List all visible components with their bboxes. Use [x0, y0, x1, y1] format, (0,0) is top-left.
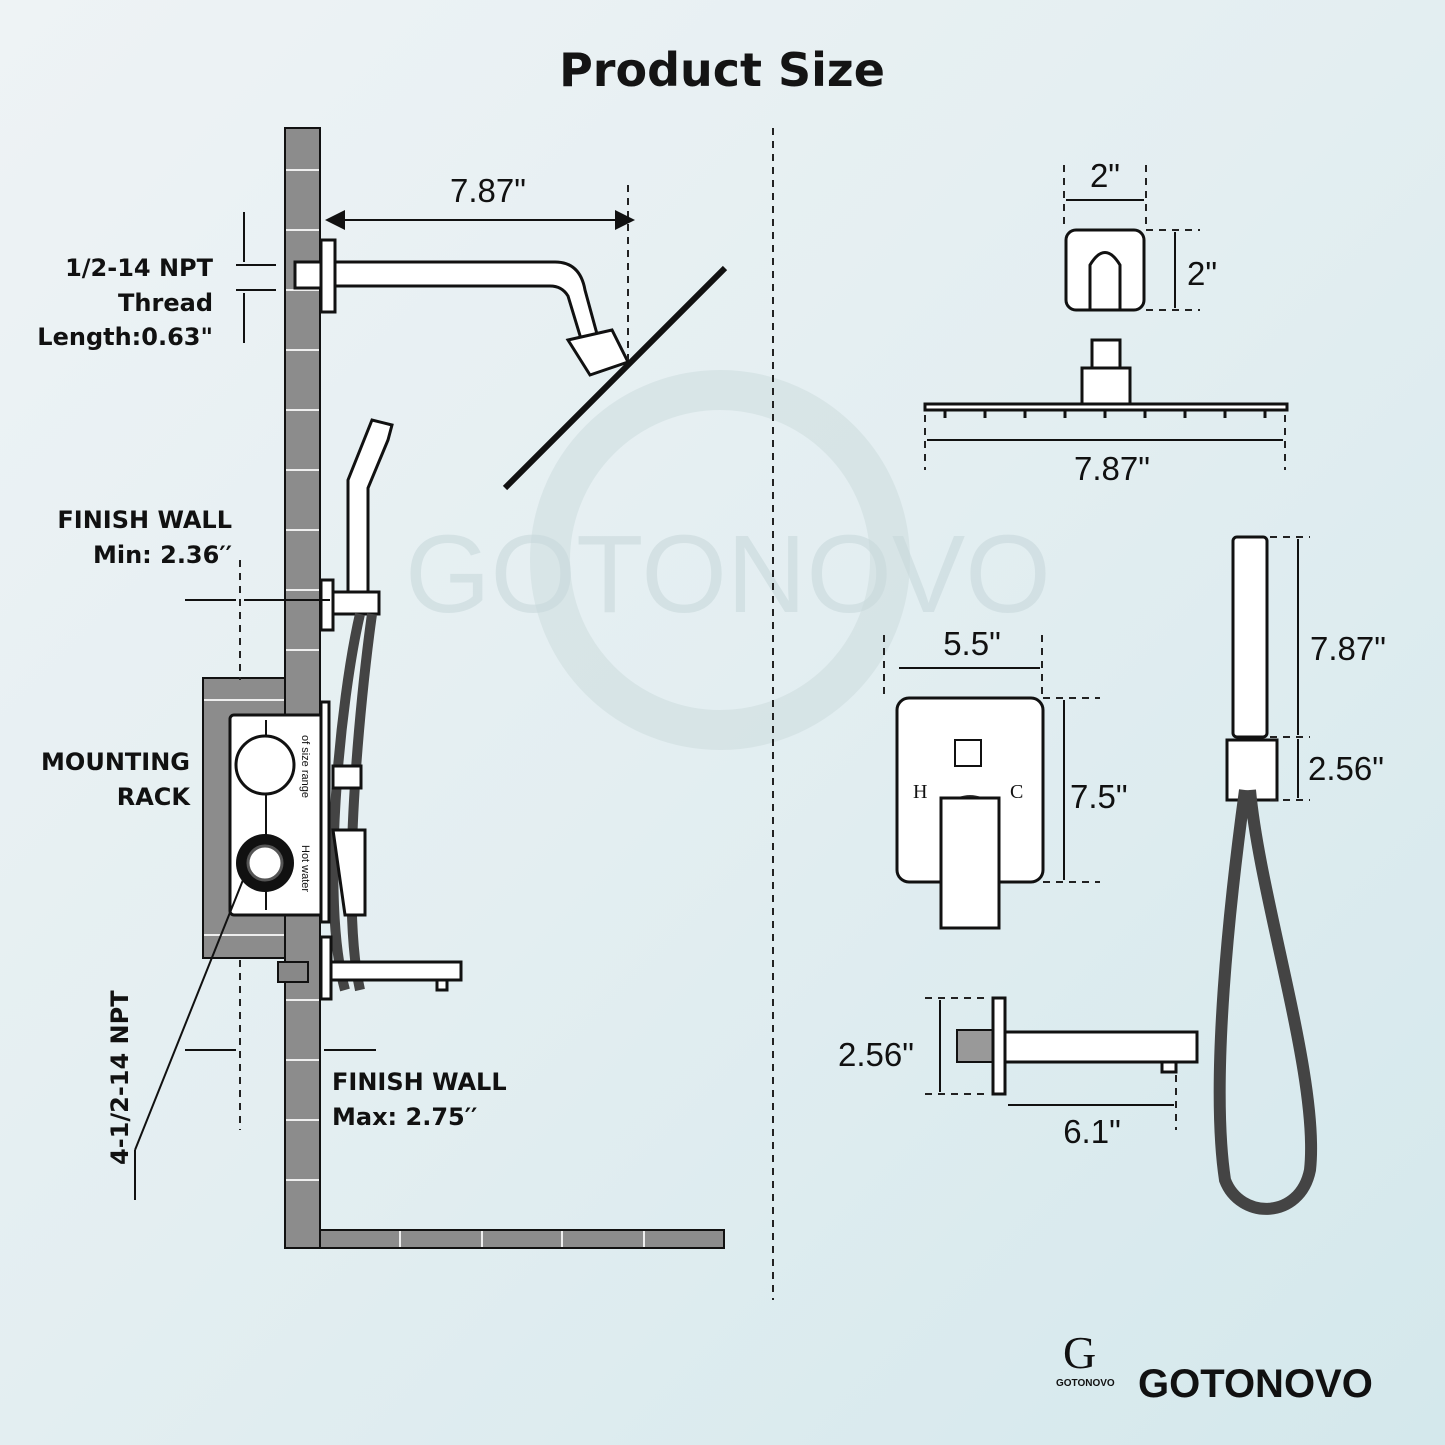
- hot-label: H: [913, 781, 927, 803]
- flange-width-label: 2": [1090, 157, 1120, 194]
- finish-wall-min-1: FINISH WALL: [57, 506, 232, 534]
- finish-wall-max-2: Max: 2.75′′: [332, 1103, 477, 1131]
- cold-label: C: [1010, 781, 1023, 803]
- thread-label-3: Length:0.63": [37, 323, 213, 351]
- spout-length-label: 6.1": [1063, 1113, 1121, 1150]
- arm-length-label: 7.87": [450, 172, 526, 209]
- npt-inlets-label: 4-1/2-14 NPT: [106, 990, 134, 1165]
- valve-size-text: of size range: [299, 735, 311, 798]
- thread-label-2: Thread: [118, 289, 213, 317]
- thread-dimension: [236, 212, 276, 343]
- trim-plate-front: [895, 696, 1045, 930]
- spout-height-label: 2.56": [838, 1036, 914, 1073]
- valve-hot-water-text: Hot water: [299, 845, 311, 892]
- watermark: GOTONOVO: [405, 370, 1051, 750]
- flange-height-label: 2": [1187, 255, 1217, 292]
- shower-arm-side: [293, 238, 728, 491]
- watermark-text: GOTONOVO: [405, 513, 1051, 636]
- handshower-front: [1213, 535, 1318, 1215]
- tub-spout-front: [956, 996, 1199, 1096]
- mounting-rack: of size range Hot water: [228, 700, 367, 924]
- mounting-rack-label-2: RACK: [117, 783, 192, 811]
- trim-height-label: 7.5": [1070, 778, 1128, 815]
- brand-logo: G GOTONOVO: [1056, 1327, 1115, 1389]
- tub-spout-side: [277, 935, 463, 1001]
- finish-wall-max-1: FINISH WALL: [332, 1068, 507, 1096]
- mounting-rack-label-1: MOUNTING: [41, 748, 190, 776]
- brand-name: GOTONOVO: [1138, 1362, 1373, 1406]
- trim-width-label: 5.5": [943, 625, 1001, 662]
- svg-text:G: G: [1063, 1327, 1096, 1378]
- logo-text: GOTONOVO: [1056, 1378, 1115, 1389]
- page-title: Product Size: [559, 43, 885, 97]
- holder-height-label: 2.56": [1308, 750, 1384, 787]
- head-width-label: 7.87": [1074, 450, 1150, 487]
- handshower-length-label: 7.87": [1310, 630, 1386, 667]
- thread-label-1: 1/2-14 NPT: [65, 254, 214, 282]
- finish-wall-min-2: Min: 2.36′′: [93, 541, 232, 569]
- shower-head-front: [923, 228, 1289, 418]
- handshower-side: [319, 418, 394, 992]
